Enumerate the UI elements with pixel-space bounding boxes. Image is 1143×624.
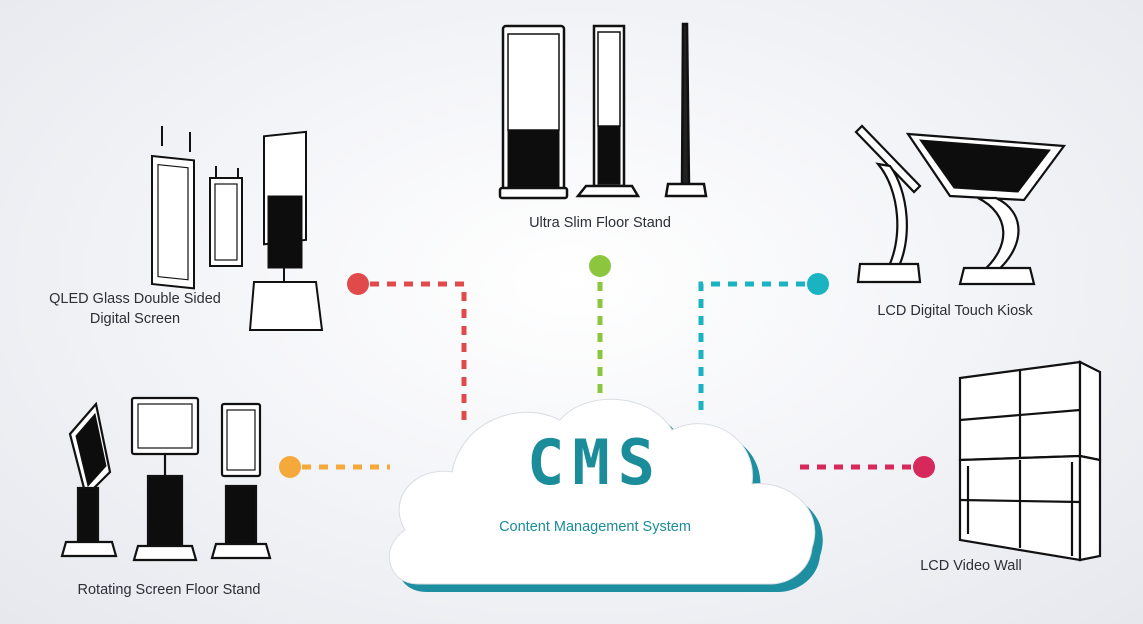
rotating-screen-illustration <box>60 396 272 562</box>
node-dot-ultra-slim <box>589 255 611 277</box>
cms-title: CMS <box>527 426 663 499</box>
node-dot-qled <box>347 273 369 295</box>
node-dot-video-wall <box>913 456 935 478</box>
cloud-body <box>388 398 816 585</box>
label-rotating: Rotating Screen Floor Stand <box>77 582 261 598</box>
qled-double-sided-illustration <box>151 126 324 331</box>
label-ultra-slim: Ultra Slim Floor Stand <box>529 215 671 231</box>
cms-cloud <box>388 398 823 592</box>
connector-qled <box>370 281 467 428</box>
node-dot-rotating <box>279 456 301 478</box>
label-qled-line2: Digital Screen <box>89 311 181 327</box>
video-wall-illustration <box>958 360 1102 562</box>
label-touch-kiosk: LCD Digital Touch Kiosk <box>877 303 1033 319</box>
label-video-wall: LCD Video Wall <box>920 558 1022 574</box>
node-dot-touch-kiosk <box>807 273 829 295</box>
connector-touch-kiosk <box>698 281 805 418</box>
touch-kiosk-illustration <box>854 124 1067 286</box>
ultra-slim-floor-stand-illustration <box>498 22 708 200</box>
label-qled-line1: QLED Glass Double Sided <box>49 291 221 307</box>
cms-subtitle: Content Management System <box>499 519 691 535</box>
